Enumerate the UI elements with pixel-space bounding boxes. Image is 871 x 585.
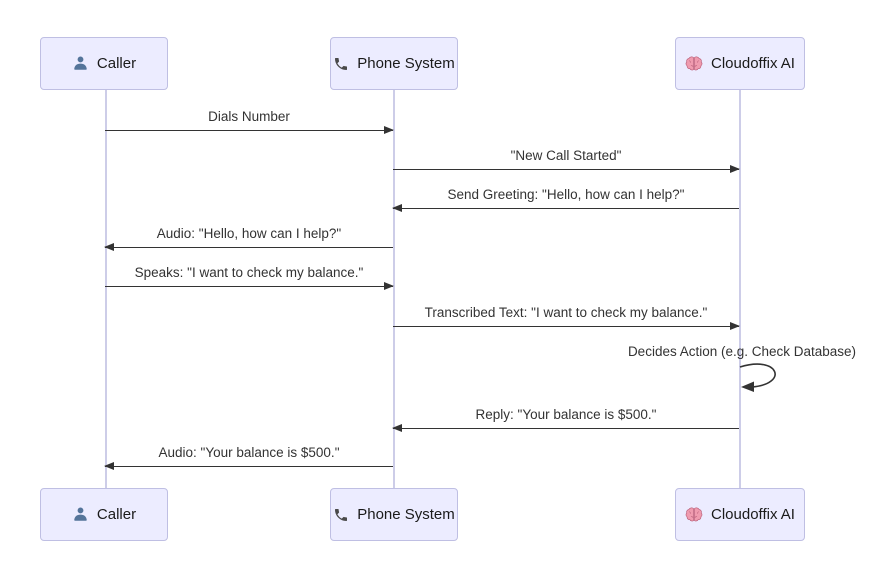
actor-phone-system-bottom: Phone System: [330, 488, 458, 541]
arrowhead-icon: [384, 125, 394, 134]
message-label: "New Call Started": [510, 148, 622, 163]
actor-phone-system-top: Phone System: [330, 37, 458, 90]
message-arrow: [392, 203, 739, 212]
message-arrow: [105, 125, 394, 134]
arrowhead-icon: [730, 164, 740, 173]
message-arrow: [393, 321, 740, 330]
arrowhead-icon: [104, 242, 114, 251]
message-arrow: [392, 423, 739, 432]
lifeline-caller: [105, 90, 107, 488]
message-label: Send Greeting: "Hello, how can I help?": [447, 187, 685, 202]
actor-label: Caller: [96, 55, 137, 72]
brain-icon: [685, 56, 703, 72]
brain-icon: [685, 507, 703, 523]
self-loop-arrow: [739, 363, 776, 392]
message-audio-balance: Audio: "Your balance is $500.": [104, 445, 393, 473]
actor-label: Cloudoffix AI: [711, 55, 795, 72]
message-speaks-balance: Speaks: "I want to check my balance.": [105, 265, 394, 293]
actor-caller-top: Caller: [40, 37, 168, 90]
message-arrow: [105, 281, 394, 290]
message-decides-action: Decides Action (e.g. Check Database): [627, 344, 857, 359]
message-transcribed-text: Transcribed Text: "I want to check my ba…: [393, 305, 740, 333]
arrowhead-icon: [104, 461, 114, 470]
message-audio-greeting: Audio: "Hello, how can I help?": [104, 226, 393, 254]
message-reply-balance: Reply: "Your balance is $500.": [392, 407, 739, 435]
lifeline-cloudoffix-ai: [739, 90, 741, 488]
message-label: Reply: "Your balance is $500.": [475, 407, 657, 422]
message-label: Audio: "Hello, how can I help?": [156, 226, 342, 241]
phone-icon: [333, 56, 349, 72]
arrowhead-icon: [392, 423, 402, 432]
actor-label: Phone System: [357, 55, 455, 72]
message-label: Dials Number: [208, 109, 290, 124]
actor-cloudoffix-ai-bottom: Cloudoffix AI: [675, 488, 805, 541]
message-dials-number: Dials Number: [105, 109, 394, 137]
message-label: Audio: "Your balance is $500.": [158, 445, 340, 460]
person-icon: [72, 55, 89, 72]
message-new-call-started: "New Call Started": [393, 148, 740, 176]
arrowhead-icon: [392, 203, 402, 212]
phone-icon: [333, 507, 349, 523]
actor-label: Cloudoffix AI: [711, 506, 795, 523]
message-arrow: [104, 461, 393, 470]
arrowhead-icon: [730, 321, 740, 330]
actor-cloudoffix-ai-top: Cloudoffix AI: [675, 37, 805, 90]
message-arrow: [393, 164, 740, 173]
message-send-greeting: Send Greeting: "Hello, how can I help?": [392, 187, 739, 215]
actor-label: Caller: [96, 506, 137, 523]
message-arrow: [104, 242, 393, 251]
message-label: Transcribed Text: "I want to check my ba…: [424, 305, 708, 320]
arrowhead-icon: [384, 281, 394, 290]
message-label: Speaks: "I want to check my balance.": [134, 265, 364, 280]
person-icon: [72, 506, 89, 523]
actor-label: Phone System: [357, 506, 455, 523]
actor-caller-bottom: Caller: [40, 488, 168, 541]
